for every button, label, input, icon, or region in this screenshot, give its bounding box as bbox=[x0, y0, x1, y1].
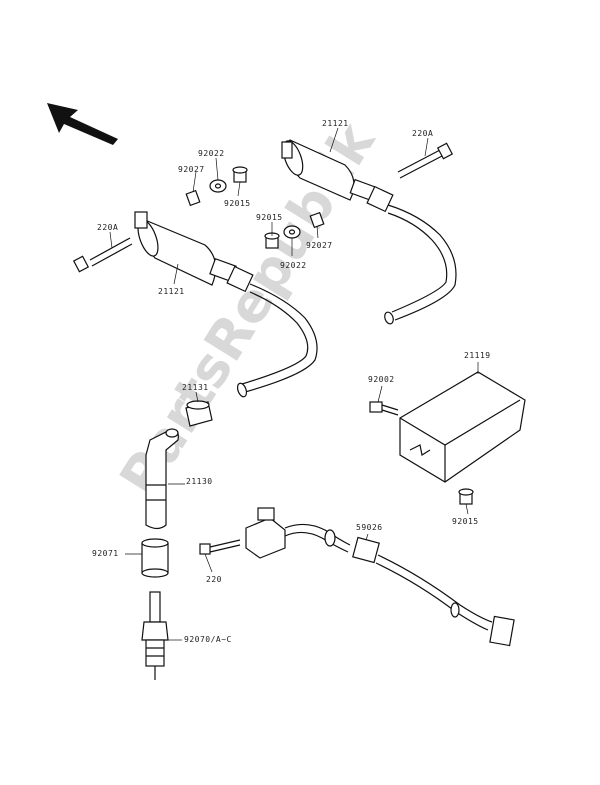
bolt-upper[interactable] bbox=[397, 142, 454, 179]
plug-cap[interactable] bbox=[145, 428, 179, 530]
leader-lines bbox=[109, 127, 479, 641]
label-92022-a: 92022 bbox=[198, 149, 225, 158]
label-220a-lower: 220A bbox=[97, 223, 118, 232]
bolt-lower[interactable] bbox=[72, 237, 133, 273]
label-92027-a: 92027 bbox=[178, 165, 205, 174]
label-21131: 21131 bbox=[182, 383, 209, 392]
label-92015-a: 92015 bbox=[224, 199, 251, 208]
label-92015-b: 92015 bbox=[256, 213, 283, 222]
lower-ignition-coil[interactable] bbox=[134, 211, 318, 398]
pulser-coil[interactable] bbox=[245, 507, 515, 647]
boot[interactable] bbox=[141, 538, 169, 578]
label-21121-upper: 21121 bbox=[322, 119, 349, 128]
collar-b[interactable] bbox=[309, 211, 325, 229]
label-92015-c: 92015 bbox=[452, 517, 479, 526]
cap-seal[interactable] bbox=[185, 400, 213, 427]
washer-a[interactable] bbox=[209, 179, 227, 193]
label-92002: 92002 bbox=[368, 375, 395, 384]
pulser-bolt[interactable] bbox=[199, 539, 241, 555]
washer-b[interactable] bbox=[283, 225, 301, 239]
label-92022-b: 92022 bbox=[280, 261, 307, 270]
label-220: 220 bbox=[206, 575, 222, 584]
bushing-c[interactable] bbox=[458, 488, 474, 505]
igniter-bolt[interactable] bbox=[369, 401, 399, 416]
label-21130: 21130 bbox=[186, 477, 213, 486]
label-220a-upper: 220A bbox=[412, 129, 433, 138]
igniter[interactable] bbox=[399, 371, 526, 483]
part-labels: 21121 220A 92022 92027 92015 92015 220A … bbox=[92, 119, 491, 644]
label-21121-lower: 21121 bbox=[158, 287, 185, 296]
collar-a[interactable] bbox=[185, 189, 201, 207]
spark-plug[interactable] bbox=[141, 591, 169, 680]
upper-ignition-coil[interactable] bbox=[279, 138, 457, 325]
label-92071: 92071 bbox=[92, 549, 119, 558]
bushing-a[interactable] bbox=[232, 166, 248, 183]
label-92027-b: 92027 bbox=[306, 241, 333, 250]
direction-arrow-icon bbox=[47, 103, 118, 145]
label-59026: 59026 bbox=[356, 523, 383, 532]
label-21119: 21119 bbox=[464, 351, 491, 360]
label-92070: 92070/A~C bbox=[184, 635, 232, 644]
